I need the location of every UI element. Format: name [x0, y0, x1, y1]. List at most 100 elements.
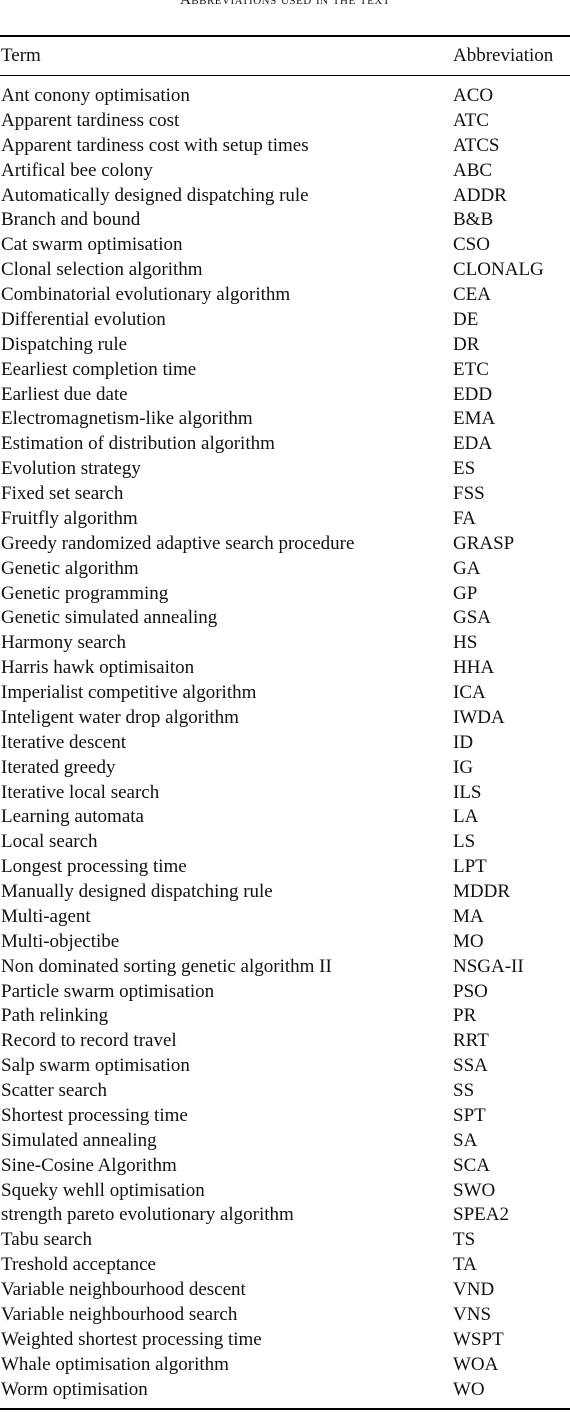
- abbreviation-cell: CSO: [453, 234, 490, 256]
- abbreviation-cell: TS: [453, 1229, 476, 1251]
- abbreviation-cell: PSO: [453, 980, 488, 1002]
- abbreviation-cell: ILS: [453, 781, 482, 803]
- abbreviation-cell: FA: [453, 507, 476, 529]
- column-header-abbreviation: Abbreviation: [453, 45, 554, 66]
- term-cell: Harmony search: [1, 632, 127, 654]
- term-cell: Branch and bound: [1, 209, 141, 231]
- table-row: Automatically designed dispatching rule A…: [0, 184, 570, 209]
- table-caption: Abbreviations used in the text: [179, 0, 391, 8]
- abbreviation-cell: IG: [453, 756, 474, 778]
- term-cell: Apparent tardiness cost: [1, 109, 180, 131]
- abbreviation-cell: SWO: [453, 1179, 496, 1201]
- term-cell: Genetic programming: [1, 582, 169, 604]
- table-row: Simulated annealing SA: [0, 1129, 570, 1154]
- abbreviation-cell: EMA: [453, 408, 496, 430]
- abbreviation-cell: HHA: [453, 657, 495, 679]
- abbreviation-cell: GP: [453, 582, 478, 604]
- term-cell: Iterative descent: [1, 731, 127, 753]
- table-row: Variable neighbourhood descent VND: [0, 1278, 570, 1303]
- term-cell: Differential evolution: [1, 308, 166, 330]
- abbreviation-cell: IWDA: [453, 706, 505, 728]
- term-cell: Automatically designed dispatching rule: [1, 184, 309, 206]
- table-row: Apparent tardiness cost ATC: [0, 109, 570, 134]
- term-cell: Clonal selection algorithm: [1, 259, 203, 281]
- term-cell: Earliest due date: [1, 383, 128, 405]
- abbreviation-cell: LA: [453, 806, 479, 828]
- abbreviation-cell: SCA: [453, 1154, 490, 1176]
- table-row: Sine-Cosine Algorithm SCA: [0, 1154, 570, 1179]
- abbreviation-cell: ETC: [453, 358, 489, 380]
- abbreviation-cell: ID: [453, 731, 474, 753]
- table-row: Multi-objectibe MO: [0, 930, 570, 955]
- abbreviation-cell: SA: [453, 1129, 478, 1151]
- term-cell: Ant conony optimisation: [1, 85, 190, 106]
- abbreviation-cell: SSA: [453, 1055, 488, 1077]
- term-cell: Multi-objectibe: [1, 930, 120, 952]
- term-cell: Record to record travel: [1, 1030, 177, 1052]
- abbreviation-cell: ES: [453, 458, 476, 480]
- table-row: Branch and bound B&B: [0, 208, 570, 233]
- table-row: Cat swarm optimisation CSO: [0, 233, 570, 258]
- term-cell: Shortest processing time: [1, 1104, 188, 1126]
- term-cell: Tabu search: [1, 1229, 92, 1251]
- abbreviation-cell: SPEA2: [453, 1204, 509, 1226]
- table-row: Apparent tardiness cost with setup times…: [0, 134, 570, 159]
- table-row: Electromagnetism-like algorithm EMA: [0, 407, 570, 432]
- abbreviation-cell: VNS: [453, 1303, 492, 1325]
- table-row: Variable neighbourhood search VNS: [0, 1303, 570, 1328]
- term-cell: Manually designed dispatching rule: [1, 881, 273, 902]
- top-rule: [0, 35, 570, 37]
- abbreviation-cell: TA: [453, 1254, 477, 1276]
- term-cell: Genetic simulated annealing: [1, 607, 218, 629]
- table-row: Genetic programming GP: [0, 582, 570, 607]
- term-cell: Imperialist competitive algorithm: [1, 682, 257, 703]
- table-row: Imperialist competitive algorithm ICA: [0, 681, 570, 706]
- table-row: Manually designed dispatching rule MDDR: [0, 880, 570, 905]
- term-cell: Sine-Cosine Algorithm: [1, 1154, 177, 1176]
- term-cell: Non dominated sorting genetic algorithm …: [1, 955, 332, 977]
- column-header-term: Term: [1, 45, 41, 66]
- term-cell: Whale optimisation algorithm: [1, 1353, 229, 1375]
- term-cell: Electromagnetism-like algorithm: [1, 408, 253, 430]
- term-cell: Variable neighbourhood search: [1, 1303, 238, 1325]
- term-cell: Variable neighbourhood descent: [1, 1279, 246, 1300]
- term-cell: Artifical bee colony: [1, 159, 153, 181]
- abbreviation-cell: ATC: [453, 109, 489, 131]
- abbreviation-cell: ADDR: [453, 184, 507, 206]
- abbreviation-cell: ICA: [453, 682, 486, 703]
- term-cell: Cat swarm optimisation: [1, 234, 183, 256]
- table-row: Greedy randomized adaptive search proced…: [0, 532, 570, 557]
- term-cell: Local search: [1, 831, 98, 853]
- abbreviation-cell: MDDR: [453, 881, 511, 902]
- term-cell: Fixed set search: [1, 483, 124, 504]
- table-row: Tabu search TS: [0, 1228, 570, 1253]
- term-cell: Longest processing time: [1, 856, 187, 878]
- term-cell: Greedy randomized adaptive search proced…: [1, 532, 355, 554]
- header-rule: [0, 75, 570, 76]
- term-cell: Simulated annealing: [1, 1129, 157, 1151]
- abbreviation-cell: MO: [453, 930, 484, 952]
- abbreviation-cell: PR: [453, 1005, 477, 1027]
- abbreviation-cell: B&B: [453, 209, 494, 231]
- abbreviation-cell: GSA: [453, 607, 492, 629]
- abbreviation-cell: VND: [453, 1279, 495, 1300]
- abbreviation-cell: DE: [453, 308, 479, 330]
- abbreviation-cell: GRASP: [453, 532, 515, 554]
- abbreviation-cell: WOA: [453, 1353, 499, 1375]
